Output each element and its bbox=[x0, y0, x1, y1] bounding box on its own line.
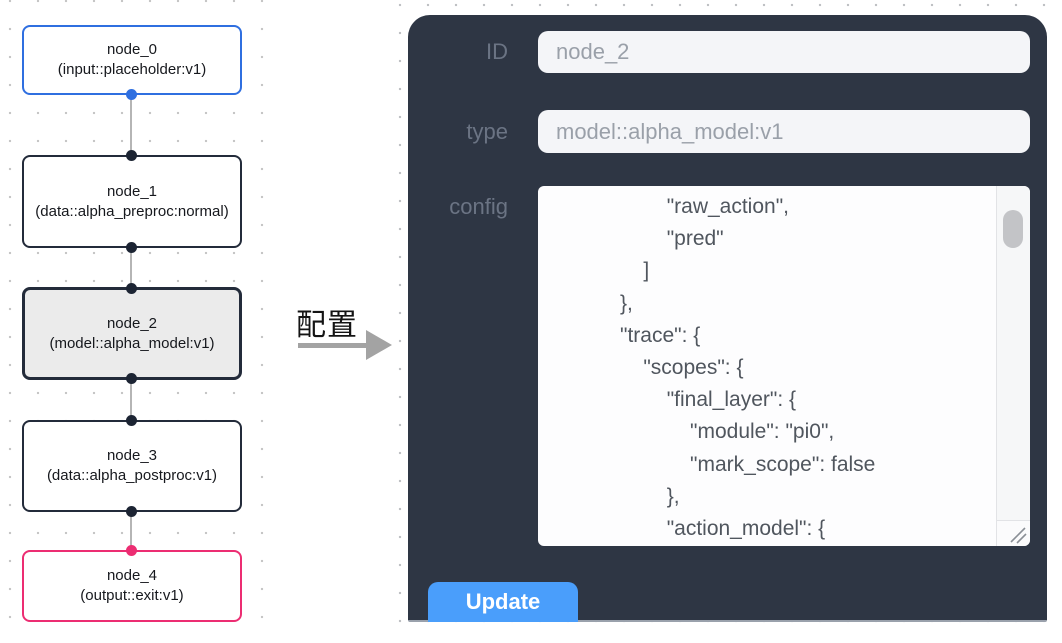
node-node_4[interactable]: node_4 (output::exit:v1) bbox=[22, 545, 242, 622]
id-input[interactable] bbox=[538, 31, 1030, 73]
input-port[interactable] bbox=[126, 415, 137, 426]
config-scroll-corner bbox=[996, 520, 1030, 546]
node-node_3[interactable]: node_3 (data::alpha_postproc:v1) bbox=[22, 415, 242, 517]
output-port[interactable] bbox=[126, 89, 137, 100]
node-subtitle: (data::alpha_postproc:v1) bbox=[46, 467, 218, 484]
node-title: node_1 bbox=[106, 182, 158, 200]
config-canvas: ID type config "raw_action", "pred" ] },… bbox=[393, 0, 1062, 643]
id-label: ID bbox=[486, 39, 508, 64]
transition-label: 配置 bbox=[296, 309, 358, 342]
type-label: type bbox=[466, 119, 508, 144]
node-subtitle: (output::exit:v1) bbox=[80, 587, 184, 604]
node-subtitle: (model::alpha_model:v1) bbox=[49, 334, 215, 352]
output-port[interactable] bbox=[126, 242, 137, 253]
input-port[interactable] bbox=[126, 283, 137, 294]
node-title: node_0 bbox=[106, 41, 158, 58]
arrow-right-icon bbox=[298, 343, 372, 348]
config-editor[interactable]: "raw_action", "pred" ] }, "trace": { "sc… bbox=[538, 186, 1030, 546]
config-label: config bbox=[449, 194, 508, 219]
input-port[interactable] bbox=[126, 150, 137, 161]
config-panel: ID type config "raw_action", "pred" ] },… bbox=[408, 15, 1047, 622]
config-json-text[interactable]: "raw_action", "pred" ] }, "trace": { "sc… bbox=[620, 195, 876, 541]
type-input[interactable] bbox=[538, 110, 1030, 153]
node-subtitle: (input::placeholder:v1) bbox=[57, 61, 207, 78]
resize-grip-icon[interactable] bbox=[1007, 524, 1027, 544]
config-scrollbar-thumb[interactable] bbox=[1003, 210, 1023, 248]
node-node_0[interactable]: node_0 (input::placeholder:v1) bbox=[22, 25, 242, 100]
arrow-right-icon bbox=[366, 330, 392, 360]
node-title: node_3 bbox=[106, 447, 158, 464]
node-subtitle: (data::alpha_preproc:normal) bbox=[35, 202, 229, 220]
node-node_2[interactable]: node_2 (model::alpha_model:v1) bbox=[22, 283, 242, 384]
flow-canvas: node_0 (input::placeholder:v1) node_1 (d… bbox=[0, 0, 280, 643]
node-title: node_4 bbox=[106, 567, 158, 584]
node-title: node_2 bbox=[106, 314, 158, 332]
input-port[interactable] bbox=[126, 545, 137, 556]
config-scrollbar[interactable] bbox=[996, 186, 1030, 520]
update-button[interactable]: Update bbox=[428, 582, 578, 622]
node-node_1[interactable]: node_1 (data::alpha_preproc:normal) bbox=[22, 150, 242, 253]
output-port[interactable] bbox=[126, 373, 137, 384]
output-port[interactable] bbox=[126, 506, 137, 517]
